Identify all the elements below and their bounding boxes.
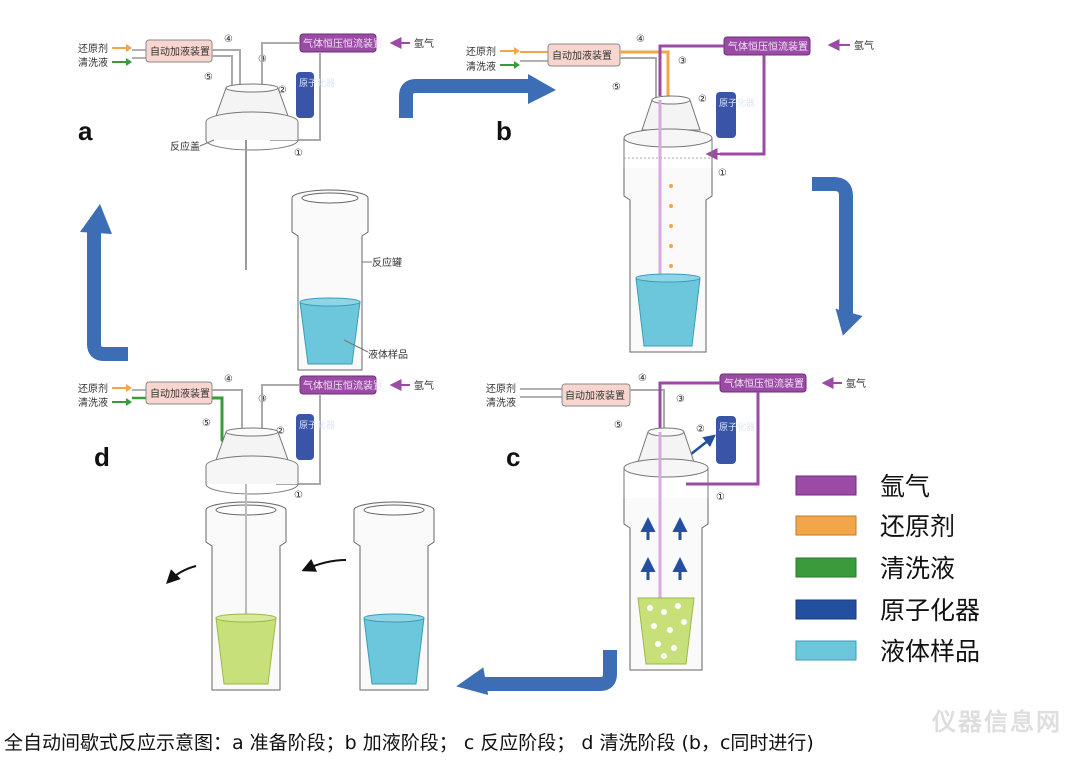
cycle-arrows: [80, 74, 863, 696]
wash-input-label-c: 清洗液: [486, 396, 516, 409]
legend-item-wash: 清洗液: [795, 554, 955, 583]
legend-swatch-argon: [795, 475, 857, 496]
marker-5-c: ⑤: [614, 420, 623, 431]
auto-dispenser-label-c: 自动加液装置: [565, 389, 625, 402]
marker-4-b: ④: [636, 34, 645, 45]
auto-dispenser-label-b: 自动加液装置: [552, 49, 612, 62]
marker-1-d: ①: [294, 490, 303, 501]
argon-flow-line-b: [658, 44, 724, 96]
argon-label-b: 氩气: [854, 39, 874, 52]
reductant-arrowhead-icon: [126, 44, 132, 52]
auto-dispenser-label-d: 自动加液装置: [150, 387, 210, 400]
atomizer-label-b: 原子化器: [719, 97, 755, 109]
wash-arrowhead-icon: [126, 58, 132, 66]
auto-dispenser-label: 自动加液装置: [150, 45, 210, 58]
marker-4: ④: [224, 34, 233, 45]
atomizer-block-b: [716, 92, 736, 138]
reductant-input-label-d: 还原剂: [78, 382, 108, 395]
wash-input-label: 清洗液: [78, 56, 108, 69]
marker-4-c: ④: [638, 373, 647, 384]
legend-item-sample: 液体样品: [795, 637, 980, 666]
atomizer-label-d: 原子化器: [299, 419, 335, 431]
gas-device-label-d: 气体恒压恒流装置: [303, 379, 383, 392]
marker-2-c: ②: [696, 424, 705, 435]
reaction-cap-label: 反应盖: [170, 140, 200, 153]
reductant-input-label-c: 还原剂: [486, 382, 516, 395]
marker-1-b: ①: [718, 168, 727, 179]
marker-2-d: ②: [276, 426, 285, 437]
liquid-sample-label: 液体样品: [368, 348, 408, 361]
marker-3-b: ③: [678, 56, 687, 67]
marker-2: ②: [278, 85, 287, 96]
argon-label: 氩气: [414, 37, 434, 50]
marker-2-b: ②: [698, 94, 707, 105]
legend-item-argon: 氩气: [795, 472, 930, 501]
auto-dispenser-box-b: [547, 43, 621, 67]
remove-tank-arrow-icon: [166, 565, 197, 584]
marker-5: ⑤: [204, 72, 213, 83]
reaction-tank-label: 反应罐: [372, 256, 402, 269]
cycle-arrow-b-to-c-icon: [812, 177, 853, 316]
marker-3-c: ③: [676, 394, 685, 405]
legend-item-atomizer: 原子化器: [795, 596, 980, 625]
panel-letter-b: b: [496, 116, 512, 146]
atomizer-block: [296, 72, 314, 118]
panel-letter-c: c: [506, 442, 520, 472]
legend-swatch-wash: [795, 557, 857, 578]
auto-dispenser-box-d: [145, 381, 213, 405]
reductant-input-label-b: 还原剂: [466, 45, 496, 58]
panel-letter-a: a: [78, 116, 93, 146]
atomizer-block-c: [716, 416, 736, 464]
reaction-tank-standalone: 反应罐 液体样品: [291, 189, 408, 371]
wash-input-label-b: 清洗液: [466, 60, 496, 73]
atomizer-label-c: 原子化器: [719, 421, 755, 433]
reductant-input-label: 还原剂: [78, 42, 108, 55]
reacting-sample: [637, 597, 695, 665]
auto-dispenser-box-c: [561, 383, 631, 407]
cycle-arrow-d-to-a-icon: [87, 226, 128, 361]
sample-liquid: [299, 301, 361, 365]
legend-swatch-sample: [795, 640, 857, 661]
insert-tank-arrow-icon: [301, 558, 347, 572]
marker-1: ①: [294, 148, 303, 159]
wash-input-label-d: 清洗液: [78, 396, 108, 409]
bubbles-icon: [647, 603, 687, 659]
legend: 氩气 还原剂 清洗液 原子化器 液体样品: [795, 472, 980, 666]
legend-label-atomizer: 原子化器: [880, 596, 980, 625]
gas-device-label-c: 气体恒压恒流装置: [724, 377, 804, 390]
argon-label-d: 氩气: [414, 379, 434, 392]
legend-item-reductant: 还原剂: [795, 512, 955, 541]
marker-5-b: ⑤: [612, 82, 621, 93]
new-sample-liquid: [363, 617, 425, 685]
upward-arrows-icon: [640, 517, 688, 580]
legend-swatch-reductant: [795, 515, 857, 536]
figure-caption: 全自动间歇式反应示意图：a 准备阶段；b 加液阶段； c 反应阶段； d 清洗阶…: [4, 732, 814, 754]
legend-label-sample: 液体样品: [880, 637, 980, 666]
argon-label-c: 氩气: [846, 377, 866, 390]
panel-c: c 还原剂 清洗液 自动加液装置 ④ ③ ⑤ 气体恒压恒流装置 氩气 ① 原子化…: [486, 373, 866, 671]
legend-swatch-atomizer: [795, 599, 857, 620]
gas-device-label: 气体恒压恒流装置: [303, 37, 383, 50]
marker-5-d: ⑤: [202, 418, 211, 429]
panel-b: b 还原剂 清洗液 自动加液装置 ④ ③ ⑤ 气体恒压恒流装置 氩气 ① 原子化…: [466, 34, 874, 353]
cycle-arrow-c-to-d-icon: [480, 650, 617, 691]
legend-label-argon: 氩气: [880, 472, 930, 501]
atomizer-block-d: [296, 414, 314, 460]
panel-a: a 还原剂 清洗液 自动加液装置 ④ ③ ⑤ 气体恒压恒流装置 氩气 ① 原子化…: [78, 33, 434, 270]
legend-label-wash: 清洗液: [880, 554, 955, 583]
marker-1-c: ①: [716, 492, 725, 503]
panel-d: d 还原剂 清洗液 自动加液装置 ④ ③ ⑤ 气体恒压恒流装置 氩气 ① 原子化…: [78, 374, 435, 691]
gas-device-label-b: 气体恒压恒流装置: [728, 40, 808, 53]
used-sample-liquid: [215, 617, 277, 685]
watermark: 仪器信息网: [932, 708, 1062, 736]
cycle-arrow-a-to-b-icon: [399, 79, 530, 118]
marker-4-d: ④: [224, 374, 233, 385]
legend-label-reductant: 还原剂: [880, 512, 955, 541]
reductant-flow-line: [620, 50, 670, 98]
panel-letter-d: d: [94, 442, 110, 472]
atomizer-label: 原子化器: [299, 77, 335, 89]
